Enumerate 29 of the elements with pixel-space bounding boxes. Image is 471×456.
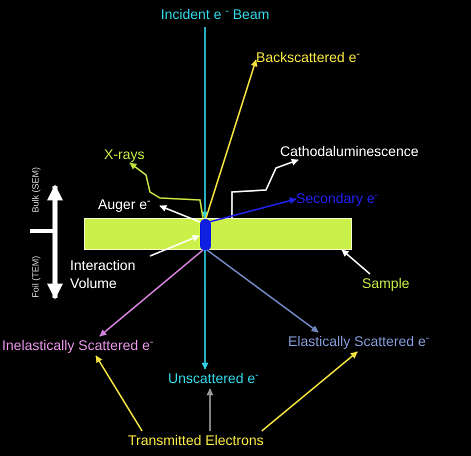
text-label: Transmitted Electrons xyxy=(128,431,265,449)
arrow xyxy=(150,235,200,257)
text-label: X-rays xyxy=(104,145,146,163)
text-label: Unscattered e$^{-}$ xyxy=(168,369,260,387)
arrow xyxy=(95,355,143,432)
arrow xyxy=(206,249,319,333)
arrow xyxy=(159,205,200,223)
arrow xyxy=(202,27,208,219)
arrow xyxy=(261,351,358,432)
arrow xyxy=(206,388,214,431)
arrow xyxy=(208,197,297,223)
arrow xyxy=(99,249,204,337)
axis-label: Foil (TEM) xyxy=(29,254,42,300)
text-label: Elastically Scattered e$^{-}$ xyxy=(288,332,430,350)
arrow xyxy=(129,162,204,218)
arrow xyxy=(342,249,371,275)
text-label: Sample xyxy=(362,274,410,292)
text-label: Incident e $^{-}$ Beam xyxy=(160,5,270,23)
text-label: Interaction Volume xyxy=(70,256,136,292)
axis-label: Bulk (SEM) xyxy=(29,166,42,215)
text-label: Auger e$^{-}$ xyxy=(98,195,152,213)
text-label: Secondary e$^{-}$ xyxy=(296,189,380,207)
arrow xyxy=(231,158,299,218)
text-label: Backscattered e$^{-}$ xyxy=(256,48,361,66)
text-label: Inelastically Scattered e$^{-}$ xyxy=(2,336,154,354)
text-label: Cathodaluminescence xyxy=(280,142,420,160)
sample-bar xyxy=(84,218,352,250)
arrow xyxy=(205,59,258,218)
arrow xyxy=(202,250,208,370)
